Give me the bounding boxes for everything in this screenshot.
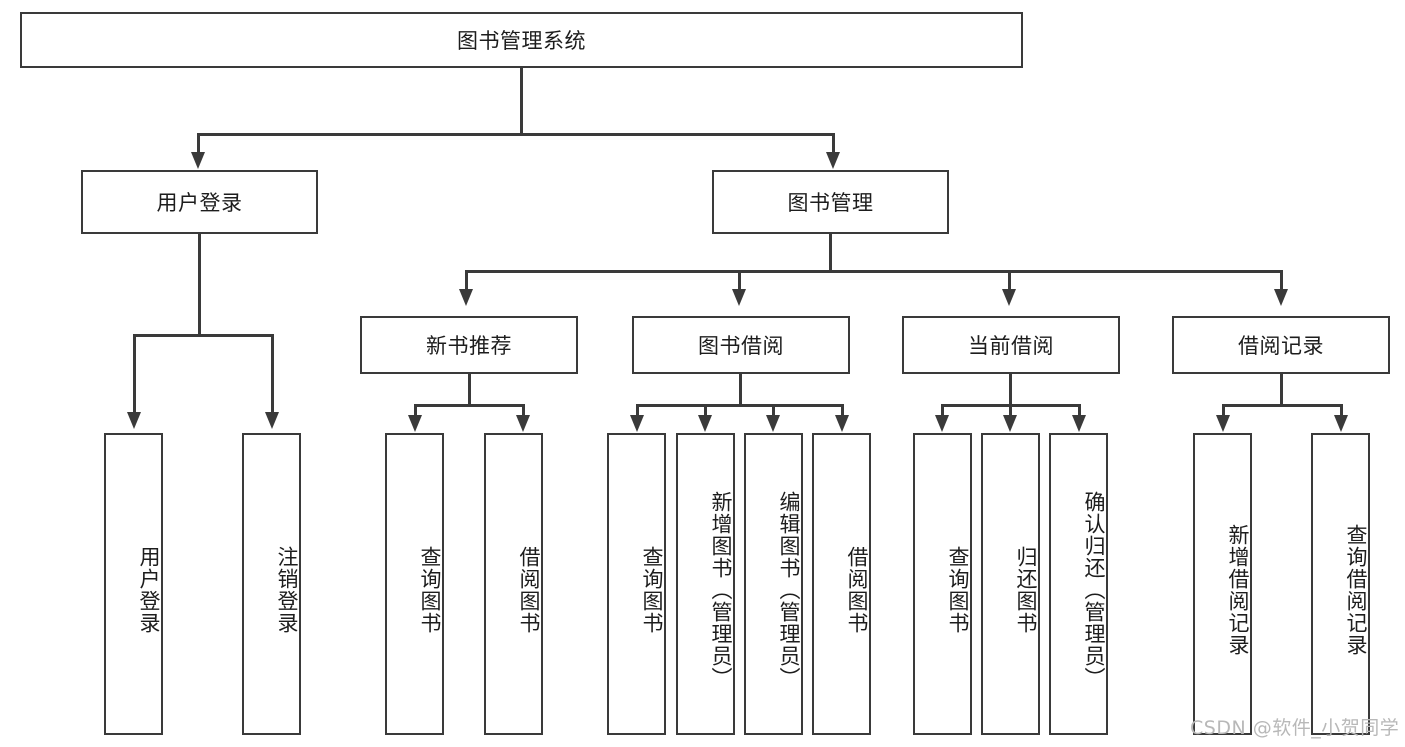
arrow-bm-to-book-borrow <box>732 289 746 306</box>
connector-cb-to-leaf1 <box>941 404 944 418</box>
arrow-cb-to-leaf1 <box>935 415 949 432</box>
arrow-new-book-to-leaf2 <box>516 415 530 432</box>
leaf-edit-book-label: 编辑图书（管理员） <box>777 491 801 689</box>
connector-user-login-stem <box>198 234 201 335</box>
leaf-query-book-2[interactable]: 查询图书 <box>607 433 666 735</box>
leaf-return-book[interactable]: 归还图书 <box>981 433 1040 735</box>
node-current-borrow[interactable]: 当前借阅 <box>902 316 1120 374</box>
leaf-user-login[interactable]: 用户登录 <box>104 433 163 735</box>
connector-new-book-stem <box>468 374 471 405</box>
connector-root-stem <box>520 68 523 134</box>
arrow-br-to-leaf2 <box>1334 415 1348 432</box>
arrow-bm-to-new-book <box>459 289 473 306</box>
connector-root-bar <box>197 133 834 136</box>
connector-cb-to-leaf3 <box>1078 404 1081 418</box>
leaf-confirm-return-label: 确认归还（管理员） <box>1082 491 1106 689</box>
connector-bb-to-leaf2 <box>704 404 707 418</box>
connector-cb-to-leaf2 <box>1009 404 1012 418</box>
leaf-query-book-2-label: 查询图书 <box>640 546 664 634</box>
node-book-borrow[interactable]: 图书借阅 <box>632 316 850 374</box>
leaf-add-book[interactable]: 新增图书（管理员） <box>676 433 735 735</box>
leaf-edit-book[interactable]: 编辑图书（管理员） <box>744 433 803 735</box>
arrow-new-book-to-leaf1 <box>408 415 422 432</box>
connector-br-to-leaf2 <box>1340 404 1343 418</box>
connector-bm-to-new-book <box>465 270 468 292</box>
connector-bm-to-current-borrow <box>1008 270 1011 292</box>
connector-bb-to-leaf1 <box>636 404 639 418</box>
connector-new-book-to-leaf2 <box>522 404 525 418</box>
connector-borrow-record-stem <box>1280 374 1283 405</box>
leaf-query-book-3[interactable]: 查询图书 <box>913 433 972 735</box>
connector-br-to-leaf1 <box>1222 404 1225 418</box>
arrow-root-to-user-login <box>191 152 205 169</box>
leaf-logout-login[interactable]: 注销登录 <box>242 433 301 735</box>
node-book-management[interactable]: 图书管理 <box>712 170 949 234</box>
node-borrow-record[interactable]: 借阅记录 <box>1172 316 1390 374</box>
arrow-bm-to-current-borrow <box>1002 289 1016 306</box>
arrow-user-login-to-leaf1 <box>127 412 141 429</box>
arrow-cb-to-leaf2 <box>1003 415 1017 432</box>
leaf-query-record[interactable]: 查询借阅记录 <box>1311 433 1370 735</box>
connector-new-book-bar <box>414 404 524 407</box>
connector-borrow-record-bar <box>1222 404 1342 407</box>
connector-bb-to-leaf4 <box>841 404 844 418</box>
leaf-borrow-book-2-label: 借阅图书 <box>845 546 869 634</box>
leaf-query-record-label: 查询借阅记录 <box>1344 524 1368 656</box>
node-root-system[interactable]: 图书管理系统 <box>20 12 1023 68</box>
arrow-bb-to-leaf4 <box>835 415 849 432</box>
leaf-query-book-1-label: 查询图书 <box>418 546 442 634</box>
arrow-cb-to-leaf3 <box>1072 415 1086 432</box>
connector-root-to-book-management <box>832 133 835 155</box>
arrow-root-to-book-management <box>826 152 840 169</box>
connector-bm-to-book-borrow <box>738 270 741 292</box>
arrow-bb-to-leaf1 <box>630 415 644 432</box>
leaf-borrow-book-2[interactable]: 借阅图书 <box>812 433 871 735</box>
node-user-login[interactable]: 用户登录 <box>81 170 318 234</box>
node-new-book-recommend[interactable]: 新书推荐 <box>360 316 578 374</box>
leaf-confirm-return[interactable]: 确认归还（管理员） <box>1049 433 1108 735</box>
connector-bm-to-borrow-record <box>1280 270 1283 292</box>
connector-book-management-bar <box>465 270 1282 273</box>
arrow-user-login-to-leaf2 <box>265 412 279 429</box>
connector-user-login-to-leaf2 <box>271 334 274 414</box>
arrow-bm-to-borrow-record <box>1274 289 1288 306</box>
connector-user-login-bar <box>133 334 273 337</box>
leaf-add-record[interactable]: 新增借阅记录 <box>1193 433 1252 735</box>
leaf-logout-login-label: 注销登录 <box>275 546 299 634</box>
leaf-return-book-label: 归还图书 <box>1014 546 1038 634</box>
arrow-br-to-leaf1 <box>1216 415 1230 432</box>
connector-current-borrow-stem <box>1009 374 1012 405</box>
leaf-user-login-label: 用户登录 <box>137 546 161 634</box>
connector-user-login-to-leaf1 <box>133 334 136 414</box>
leaf-query-book-1[interactable]: 查询图书 <box>385 433 444 735</box>
connector-book-management-stem <box>829 234 832 271</box>
leaf-add-book-label: 新增图书（管理员） <box>709 491 733 689</box>
leaf-borrow-book-1[interactable]: 借阅图书 <box>484 433 543 735</box>
connector-bb-to-leaf3 <box>772 404 775 418</box>
arrow-bb-to-leaf2 <box>698 415 712 432</box>
connector-root-to-user-login <box>197 133 200 155</box>
leaf-borrow-book-1-label: 借阅图书 <box>517 546 541 634</box>
connector-new-book-to-leaf1 <box>414 404 417 418</box>
connector-book-borrow-bar <box>636 404 843 407</box>
watermark-text: CSDN @软件_小贺同学 <box>1190 717 1400 739</box>
arrow-bb-to-leaf3 <box>766 415 780 432</box>
leaf-add-record-label: 新增借阅记录 <box>1226 524 1250 656</box>
connector-book-borrow-stem <box>739 374 742 405</box>
leaf-query-book-3-label: 查询图书 <box>946 546 970 634</box>
